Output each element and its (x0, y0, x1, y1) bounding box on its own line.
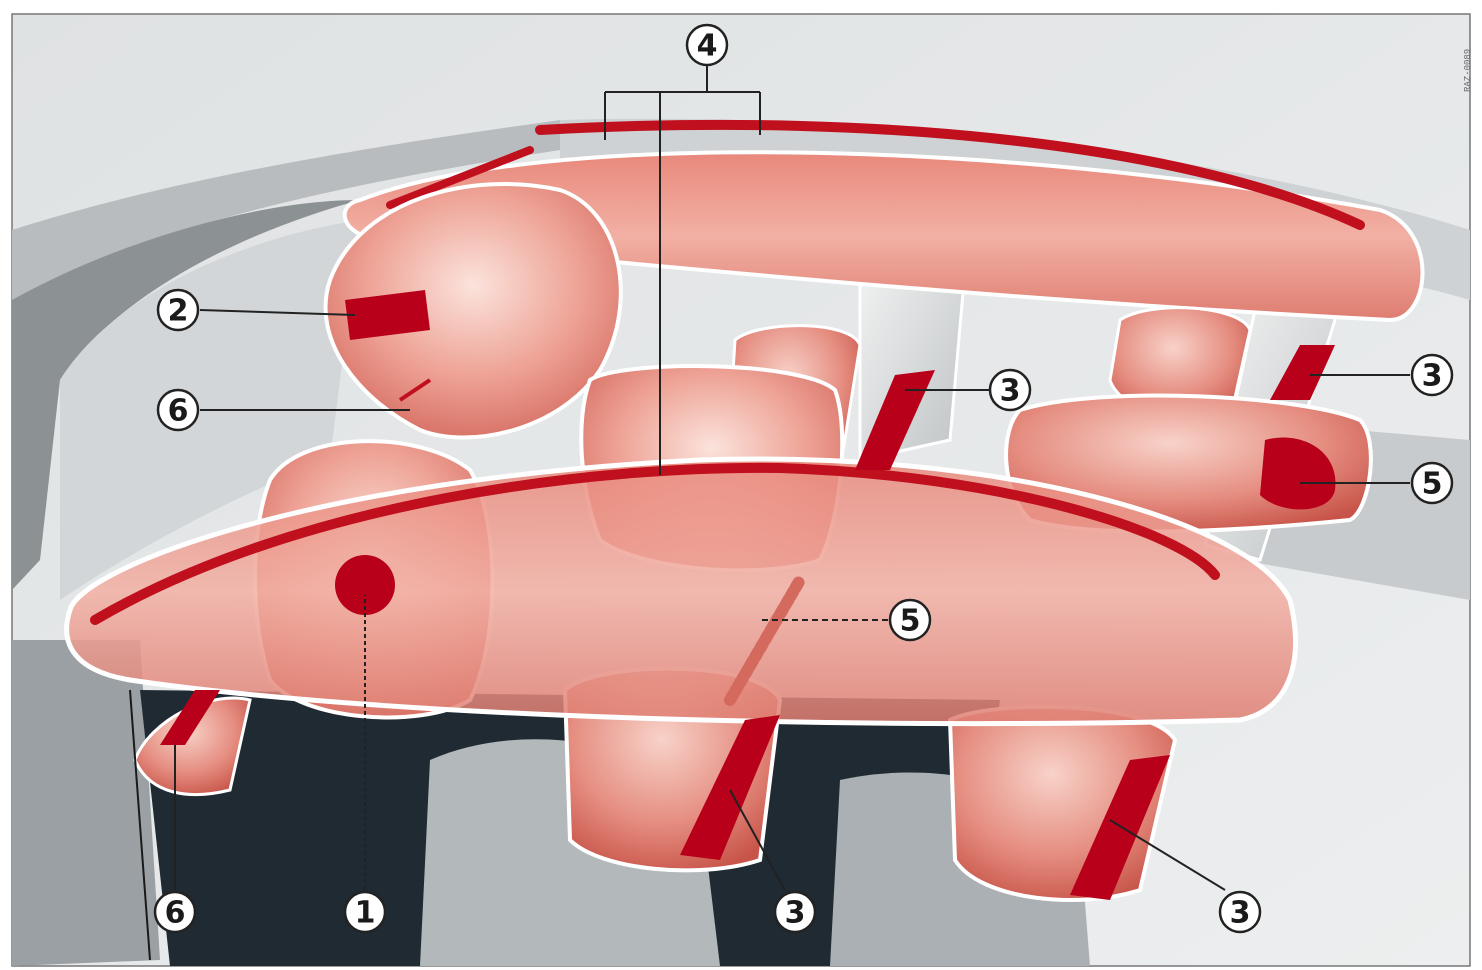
callout-5-center: 5 (890, 600, 930, 640)
callout-number: 3 (785, 896, 806, 931)
callout-3-right: 3 (1412, 355, 1452, 395)
callout-number: 6 (165, 896, 186, 931)
callout-1: 1 (345, 892, 385, 932)
callout-2: 2 (158, 290, 198, 330)
callout-3-bottom-right: 3 (1220, 892, 1260, 932)
callout-number: 3 (1000, 374, 1021, 409)
callout-4-top: 4 (687, 25, 727, 65)
callout-number: 4 (697, 29, 718, 64)
callout-number: 3 (1230, 896, 1251, 931)
callout-3-bottom-center: 3 (775, 892, 815, 932)
callout-6-lower: 6 (155, 892, 195, 932)
callout-3-center: 3 (990, 370, 1030, 410)
figure-reference-code: RAZ-0089 (1463, 49, 1473, 92)
callout-5-right: 5 (1412, 463, 1452, 503)
callout-number: 3 (1422, 359, 1443, 394)
callout-number: 5 (900, 604, 921, 639)
callout-number: 2 (168, 294, 189, 329)
callout-6-upper: 6 (158, 390, 198, 430)
callout-number: 6 (168, 394, 189, 429)
callout-number: 1 (355, 896, 376, 931)
callout-number: 5 (1422, 467, 1443, 502)
